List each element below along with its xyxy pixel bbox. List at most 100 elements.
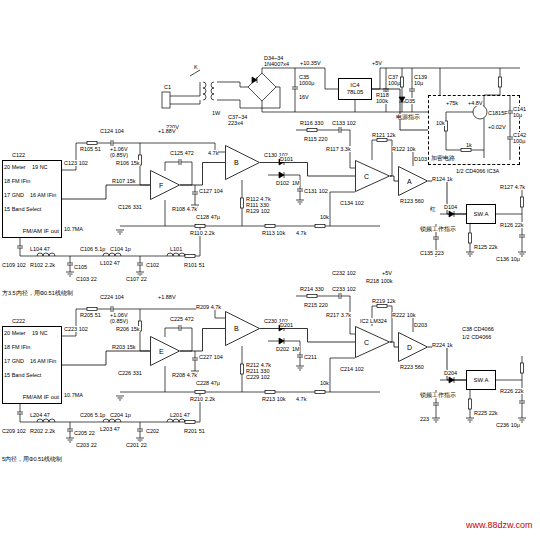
part-label: C126 331 (118, 204, 142, 210)
part-label: R125 22k (474, 244, 498, 250)
part-label: L101 (170, 246, 182, 252)
part-label: R206 15k (116, 326, 140, 332)
part-label: R223 560 (400, 364, 424, 370)
part-label: C135 223 (420, 250, 444, 256)
part-label: R110 2.2k (190, 230, 215, 236)
capacitor-symbol (297, 189, 303, 191)
part-label: 4.7k (208, 150, 218, 156)
part-label: R209 4.7k (196, 304, 221, 310)
part-label: R218 100k (366, 278, 393, 284)
part-label: C224 104 (100, 294, 124, 300)
signal-connector (180, 163, 225, 186)
part-label: R107 15k (112, 178, 136, 184)
part-label: R208 4.7k (172, 372, 197, 378)
resistor-symbol (241, 198, 244, 208)
opamp-outline (355, 326, 390, 358)
signal-connector (180, 329, 225, 352)
opamp-outline (355, 160, 390, 192)
ground-symbol (66, 272, 74, 276)
capacitor-symbol (409, 89, 415, 91)
part-label: C203 22 (76, 442, 97, 448)
part-label: C233 102 (332, 286, 356, 292)
signal-connector (260, 163, 355, 177)
signal-connector (390, 342, 398, 347)
resistor-symbol (315, 225, 325, 228)
node-text: B (234, 325, 239, 332)
part-label: D103 (414, 156, 427, 162)
part-label: C131 102 (304, 188, 328, 194)
part-label: 1k (466, 142, 472, 148)
part-label: C128 47μ (196, 214, 220, 220)
resistor-symbol (87, 142, 97, 145)
part-label: R210 2.2k (190, 396, 215, 402)
part-label: L201 47 (170, 412, 190, 418)
part-label: C202 (146, 428, 159, 434)
part-label: C228 47μ (196, 380, 220, 386)
part-label: 17 GND (4, 358, 24, 364)
part-label: 16 AM IFin (30, 192, 56, 198)
part-label: R214 330 (300, 286, 324, 292)
mains-plug (162, 92, 170, 108)
part-label: D35 (405, 98, 415, 104)
capacitor-symbol (339, 127, 341, 133)
part-label: 19 NC (32, 164, 48, 170)
opamp-outline (150, 170, 180, 200)
ground-symbol (296, 200, 304, 204)
part-label: +1.88V (158, 294, 176, 300)
part-label: R226 22k (500, 388, 524, 394)
part-label: D104 (444, 204, 457, 210)
part-label: D202 (276, 346, 289, 352)
part-label: R124 1k (432, 176, 453, 182)
part-label: C225 472 (170, 316, 194, 322)
signal-connector (428, 347, 466, 380)
part-label: L102 47 (100, 260, 120, 266)
part-label: C103 22 (76, 276, 97, 282)
resistor-symbol (469, 233, 472, 243)
part-label: 10k (320, 214, 329, 220)
part-label: L203 47 (100, 426, 120, 432)
signal-connector (390, 176, 398, 181)
part-label: 1000μ (299, 80, 314, 86)
transformer-coil (211, 82, 214, 100)
part-label: 100μ (513, 138, 525, 144)
part-label: C236 10μ (496, 422, 520, 428)
part-label: C229 102 (246, 374, 270, 380)
part-label: R105 51 (80, 146, 101, 152)
node-text: 加密电路 (431, 155, 455, 162)
part-label: 1M (292, 180, 300, 186)
node-text: A (407, 178, 412, 185)
part-label: 1/2 CD4066 (462, 334, 491, 340)
part-label: 17 GND (4, 192, 24, 198)
part-label: R129 102 (246, 208, 270, 214)
diode-symbol (279, 172, 284, 178)
node-text: IC4 (350, 82, 359, 89)
analog-switch-box: SW A (466, 204, 496, 224)
opamp-triangle: A (398, 166, 428, 196)
inductor-symbol (37, 253, 55, 256)
part-label: R108 4.7k (172, 206, 197, 212)
supply-rail (262, 68, 520, 112)
part-label: +1.88V (158, 128, 176, 134)
encryption-wire (440, 68, 510, 160)
resistor-symbol (445, 121, 448, 131)
if-chip-box: FM/AM IF out (2, 326, 62, 404)
part-label: R205 51 (80, 312, 101, 318)
part-label: L204 47 (30, 412, 50, 418)
part-label: C206 5.1p (80, 412, 105, 418)
part-label: R101 51 (184, 262, 205, 268)
part-label: 10.7MA (64, 392, 83, 398)
part-label: R202 2.2k (30, 428, 55, 434)
signal-connector (62, 185, 150, 199)
capacitor-symbol (519, 235, 525, 237)
capacitor-symbol (433, 237, 439, 239)
node-text: E (159, 348, 164, 355)
part-label: K (194, 64, 198, 70)
opamp-outline (398, 332, 428, 362)
channel-two-wiring (17, 293, 526, 442)
part-label: C123 102 (64, 160, 88, 166)
node-text: F (159, 182, 163, 189)
part-label: R115 220 (304, 136, 327, 142)
node-text: SW A (473, 377, 488, 384)
node-text: FM/AM IF out (23, 394, 59, 401)
